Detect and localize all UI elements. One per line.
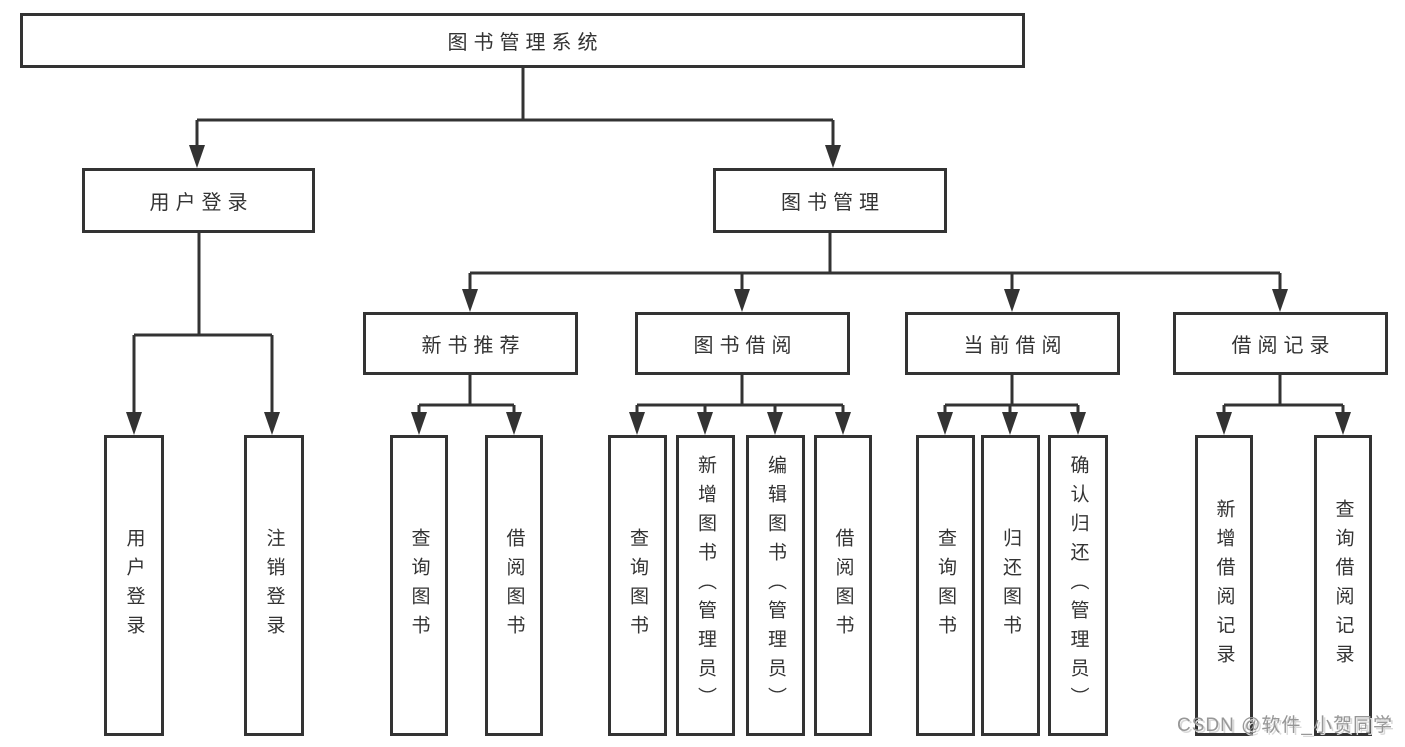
node-label: 查询借阅记录 [1332, 498, 1354, 673]
node-label: 确认归还（管理员） [1067, 455, 1089, 716]
leaf-confirm-return-admin: 确认归还（管理员） [1048, 435, 1108, 736]
arrow-down-icon [264, 412, 280, 435]
node-book-borrow: 图书借阅 [635, 312, 850, 375]
arrow-down-icon [1004, 289, 1020, 312]
arrow-down-icon [1272, 289, 1288, 312]
connector-arrowheads [126, 145, 1351, 435]
node-label: 当前借阅 [963, 335, 1068, 357]
leaf-user-login: 用户登录 [104, 435, 164, 736]
node-label: 借阅图书 [503, 527, 525, 644]
arrow-down-icon [462, 289, 478, 312]
node-label: 查询图书 [627, 527, 648, 644]
node-label: 用户登录 [149, 192, 254, 214]
leaf-query-books-recommend: 查询图书 [390, 435, 448, 736]
node-label: 新书推荐 [421, 335, 526, 357]
leaf-query-books-current: 查询图书 [916, 435, 975, 736]
arrow-down-icon [937, 412, 953, 435]
node-current-borrow: 当前借阅 [905, 312, 1120, 375]
connector-lines [132, 68, 1345, 418]
leaf-borrow-books-recommend: 借阅图书 [485, 435, 543, 736]
leaf-query-books-borrow: 查询图书 [608, 435, 667, 736]
arrow-down-icon [1335, 412, 1351, 435]
node-borrow-records: 借阅记录 [1173, 312, 1388, 375]
arrow-down-icon [767, 412, 783, 435]
arrow-down-icon [189, 145, 205, 168]
node-book-management: 图书管理 [713, 168, 947, 233]
leaf-query-borrow-record: 查询借阅记录 [1314, 435, 1372, 736]
leaf-add-borrow-record: 新增借阅记录 [1195, 435, 1253, 736]
arrow-down-icon [835, 412, 851, 435]
node-label: 查询图书 [408, 527, 430, 644]
node-label: 注销登录 [263, 527, 285, 644]
arrow-down-icon [1002, 412, 1018, 435]
leaf-edit-book-admin: 编辑图书（管理员） [746, 435, 805, 736]
arrow-down-icon [629, 412, 645, 435]
arrow-down-icon [697, 412, 713, 435]
node-label: 新增图书（管理员） [695, 455, 716, 716]
node-label: 查询图书 [935, 527, 956, 644]
arrow-down-icon [734, 289, 750, 312]
node-label: 新增借阅记录 [1213, 498, 1235, 673]
node-label: 编辑图书（管理员） [765, 455, 786, 716]
arrow-down-icon [1070, 412, 1086, 435]
node-root: 图书管理系统 [20, 13, 1025, 68]
node-label: 归还图书 [1000, 527, 1021, 644]
node-label: 用户登录 [123, 527, 145, 644]
node-new-book-recommend: 新书推荐 [363, 312, 578, 375]
leaf-add-book-admin: 新增图书（管理员） [676, 435, 735, 736]
leaf-logout: 注销登录 [244, 435, 304, 736]
node-label: 图书管理系统 [447, 32, 604, 54]
leaf-borrow-books: 借阅图书 [814, 435, 872, 736]
node-label: 图书管理 [781, 192, 885, 214]
node-label: 图书借阅 [693, 335, 798, 357]
csdn-watermark: CSDN @软件_小贺同学 [1177, 715, 1393, 736]
arrow-down-icon [825, 145, 841, 168]
node-label: 借阅记录 [1231, 335, 1336, 357]
node-user-login: 用户登录 [82, 168, 315, 233]
leaf-return-book: 归还图书 [981, 435, 1040, 736]
arrow-down-icon [126, 412, 142, 435]
node-label: 借阅图书 [832, 527, 854, 644]
arrow-down-icon [1216, 412, 1232, 435]
arrow-down-icon [506, 412, 522, 435]
arrow-down-icon [411, 412, 427, 435]
